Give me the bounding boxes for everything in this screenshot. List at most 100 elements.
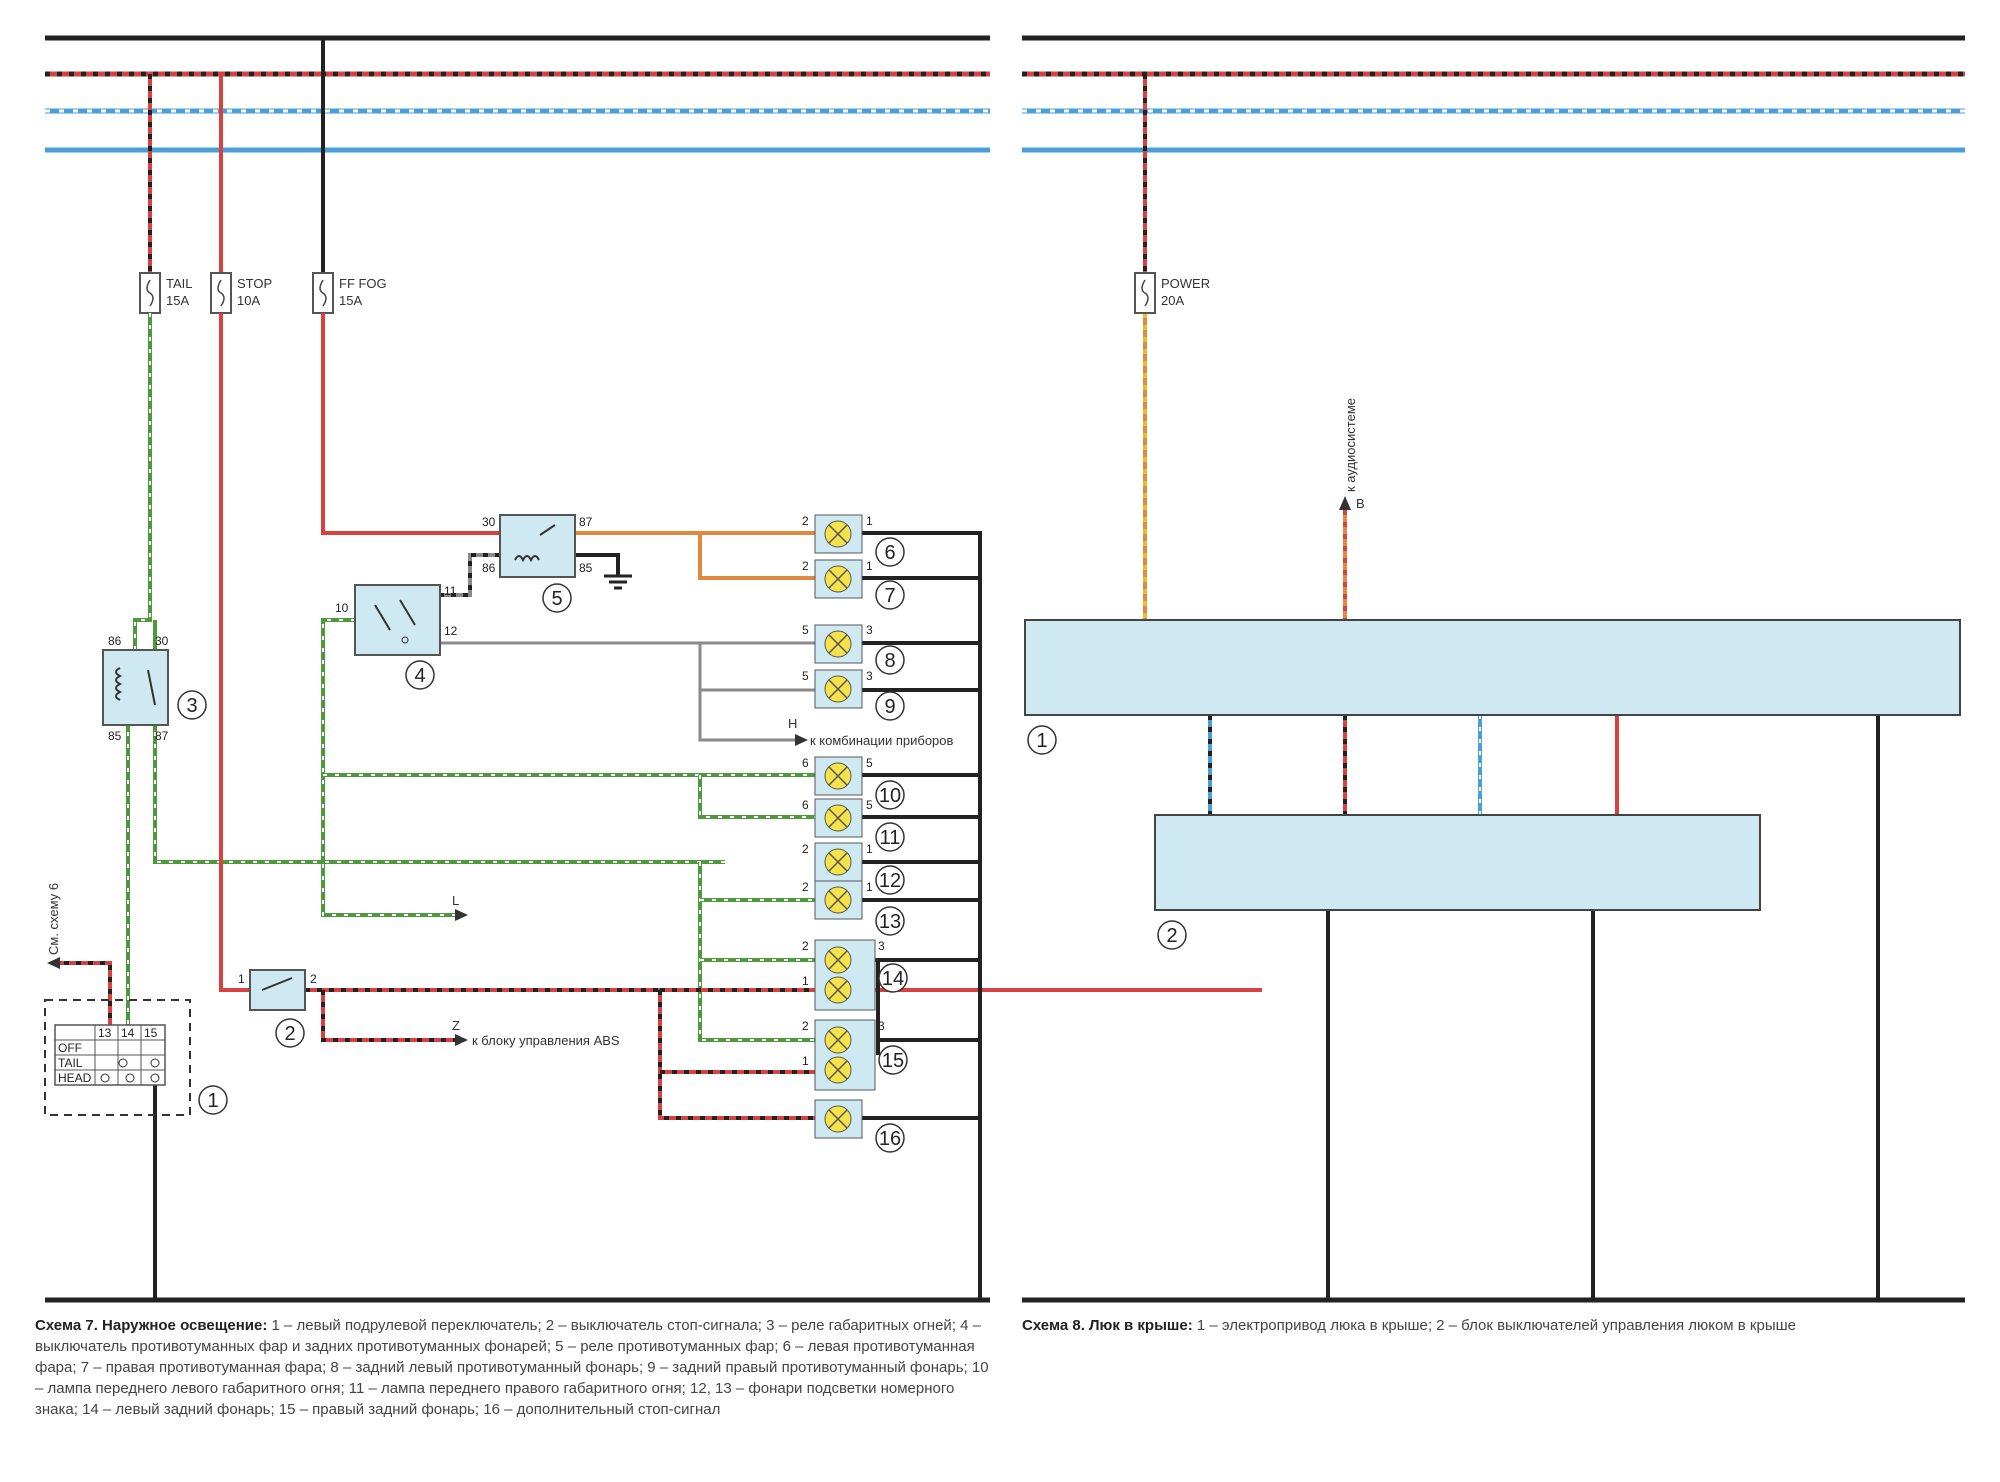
lamp-16 [814,1099,863,1139]
arrow-b [1339,496,1351,510]
label-13-text: 13 [879,911,901,933]
relay5-pin-87: 87 [579,515,593,529]
label-7: 7 [875,580,905,610]
label-16-text: 16 [879,1128,901,1150]
ref-l: L [452,893,459,908]
label-4-text: 4 [414,665,425,687]
relay-3: 86 30 85 87 [102,634,169,743]
sunroof-motor-module [1024,619,1961,716]
label-3-text: 3 [186,695,197,717]
label-5: 5 [542,583,572,613]
lamp-7 [814,559,863,599]
label-r2: 2 [1157,920,1187,950]
relay3-pin-86: 86 [108,634,122,648]
lamp-8 [814,624,863,664]
ref-b: B [1356,496,1365,511]
lamp8-pin-in: 5 [802,623,809,637]
switch4-pin-10: 10 [335,601,349,615]
lamp-11 [814,798,863,838]
fuse-stop-name: STOP [237,276,272,291]
relay5-pin-85: 85 [579,561,593,575]
ref-h: H [788,716,797,731]
label-3: 3 [177,690,207,720]
relay5-pin-30: 30 [482,515,496,529]
label-15-text: 15 [882,1050,904,1072]
caption-scheme-7: Схема 7. Наружное освещение: 1 – левый п… [35,1315,990,1420]
component-labels-right: 1 2 [1027,725,1187,950]
fuse-fffog-rating: 15A [339,293,362,308]
relay5-pin-86: 86 [482,561,496,575]
label-6-text: 6 [884,542,895,564]
lamp-pin-labels: 2 1 2 1 5 3 5 3 6 5 6 5 2 1 2 1 2 3 1 2 … [802,514,885,1068]
fuse-power: POWER 20A [1134,272,1210,314]
wires-right [1022,74,1965,1303]
brake-switch-2: 1 2 [238,969,317,1011]
lamp9-pin-out: 3 [866,669,873,683]
label-8-text: 8 [884,650,895,672]
lamp9-pin-in: 5 [802,669,809,683]
relay3-pin-87: 87 [155,729,169,743]
label-8: 8 [875,645,905,675]
label-2: 2 [275,1018,305,1048]
fuse-power-name: POWER [1161,276,1210,291]
brake-pin-1: 1 [238,972,245,986]
fog-relay-5: 30 87 86 85 [482,514,593,578]
bus-lines-right [1022,35,1965,153]
combo-row-tail: TAIL [58,1056,83,1070]
lamp12-pin-in: 2 [802,842,809,856]
lamp-14 [814,939,876,1011]
caption-scheme-8: Схема 8. Люк в крыше: 1 – электропривод … [1022,1315,1967,1336]
label-1-text: 1 [207,1090,218,1112]
combo-pin-15: 15 [144,1026,158,1040]
combo-row-off: OFF [58,1041,82,1055]
lamp15-pin-1: 1 [802,1054,809,1068]
label-6: 6 [875,537,905,567]
lamp7-pin-out: 1 [866,559,873,573]
label-1: 1 [198,1085,228,1115]
fuse-power-rating: 20A [1161,293,1184,308]
fuse-tail-name: TAIL [166,276,193,291]
label-4: 4 [405,660,435,690]
arrows-left [47,734,808,1046]
combo-switch-1: 13 14 15 OFF TAIL HEAD [44,999,191,1116]
lamp6-pin-out: 1 [866,514,873,528]
lamp14-pin-1: 1 [802,974,809,988]
label-2-text: 2 [284,1023,295,1045]
sunroof-switch-module [1154,814,1761,911]
label-11: 11 [875,822,905,852]
ref-z-text: к блоку управления ABS [472,1033,620,1048]
label-12: 12 [875,865,905,895]
label-r1: 1 [1027,725,1057,755]
lamp7-pin-in: 2 [802,559,809,573]
wires-main [45,313,1262,1303]
combo-row-head: HEAD [58,1071,92,1085]
combo-pin-13: 13 [98,1026,112,1040]
lamp-9 [814,669,863,709]
lamp10-pin-out: 5 [866,756,873,770]
ref-z: Z [452,1018,460,1033]
caption-8-title: Схема 8. Люк в крыше: [1022,1317,1193,1334]
label-15: 15 [878,1045,908,1075]
lamp6-pin-in: 2 [802,514,809,528]
caption-7-text: 1 – левый подрулевой переключатель; 2 – … [35,1317,989,1418]
fuse-tail: TAIL 15A [139,272,193,314]
scheme-7: TAIL 15A STOP 10A FF FOG 15A [44,35,1262,1303]
label-16: 16 [875,1123,905,1153]
bus-lines-left [45,35,990,153]
label-10-text: 10 [879,785,901,807]
lamp8-pin-out: 3 [866,623,873,637]
relay3-pin-85: 85 [108,729,122,743]
label-10: 10 [875,780,905,810]
lamp13-pin-in: 2 [802,880,809,894]
lamp15-pin-3: 3 [878,1019,885,1033]
fuse-tail-rating: 15A [166,293,189,308]
label-9: 9 [875,691,905,721]
switch4-pin-11: 11 [444,584,457,598]
ref-scheme-6: См. схему 6 [46,883,61,955]
lamp-12 [814,842,863,882]
label-5-text: 5 [551,588,562,610]
ref-h-text: к комбинации приборов [810,733,954,748]
lamp14-pin-2: 2 [802,939,809,953]
caption-7-title: Схема 7. Наружное освещение: [35,1317,268,1334]
